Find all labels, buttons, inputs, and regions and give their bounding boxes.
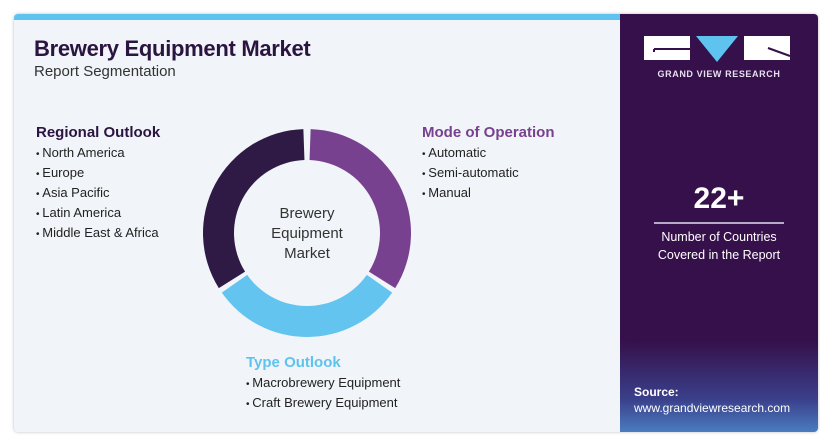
source: Source: www.grandviewresearch.com [634,384,790,416]
regional-title: Regional Outlook [36,124,161,141]
stat-line: Number of Countries [661,230,777,244]
list-item: Asia Pacific [36,184,160,204]
list-item: Macrobrewery Equipment [246,374,400,394]
source-label: Source: [634,385,679,399]
type-outlook: Type Outlook Macrobrewery Equipment Craf… [246,354,400,414]
donut-segment-regional [203,129,305,289]
donut-segment-mode [309,129,411,289]
donut-center-label: Brewery Equipment Market [257,204,357,264]
infographic-card: Brewery Equipment Market Report Segmenta… [14,14,818,432]
type-title: Type Outlook [246,354,341,371]
regional-outlook: Regional Outlook North America Europe As… [36,124,160,244]
brand-name: GRAND VIEW RESEARCH [657,69,781,79]
stat-description: Number of Countries Covered in the Repor… [620,228,818,264]
stat-line: Covered in the Report [657,248,781,262]
accent-bar [14,14,620,20]
source-link[interactable]: www.grandviewresearch.com [634,401,791,415]
page-title: Brewery Equipment Market [34,36,311,61]
mode-title: Mode of Operation [422,124,555,141]
list-item: Europe [36,164,160,184]
sidebar-panel: GRAND VIEW RESEARCH 22+ Number of Countr… [620,14,818,432]
list-item: Semi-automatic [422,164,555,184]
donut-chart [203,129,411,337]
list-item: North America [36,144,160,164]
list-item: Craft Brewery Equipment [246,394,400,414]
list-item: Latin America [36,204,160,224]
stat-value: 22+ [693,182,745,215]
list-item: Manual [422,184,555,204]
page-subtitle: Report Segmentation [34,63,176,80]
gvr-logo [644,36,790,62]
center-line: Market [284,245,330,262]
center-line: Equipment [271,225,343,242]
divider [654,222,784,224]
center-line: Brewery [279,205,335,222]
list-item: Middle East & Africa [36,224,160,244]
donut-segment-type [221,274,393,337]
list-item: Automatic [422,144,555,164]
mode-of-operation: Mode of Operation Automatic Semi-automat… [422,124,555,204]
